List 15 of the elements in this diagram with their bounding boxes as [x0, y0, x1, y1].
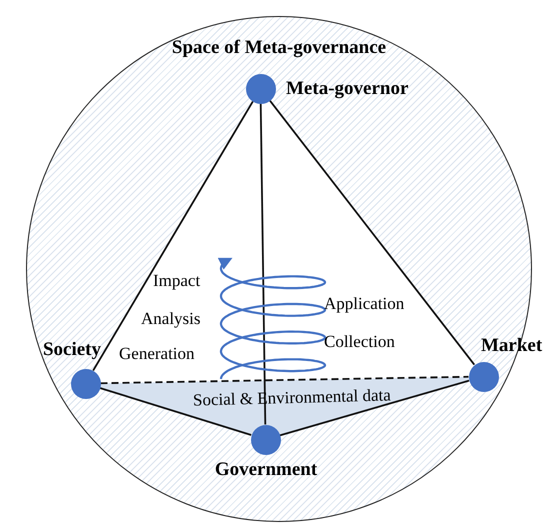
connector-line: [260, 103, 266, 425]
node-label: Government: [214, 459, 318, 481]
connector-line: [92, 100, 254, 372]
stage-label: Generation: [119, 344, 195, 364]
node-label: Society: [42, 339, 101, 361]
stage-label: Application: [324, 294, 404, 314]
stage-label: Analysis: [141, 309, 200, 329]
stage-label: Impact: [153, 271, 200, 291]
stage-label: Collection: [324, 332, 395, 352]
connector-line: [268, 100, 476, 366]
actor-node: [246, 74, 408, 104]
title-text: Space of Meta-governance: [172, 37, 386, 58]
node-label: Meta-governor: [286, 78, 408, 100]
dashed-line: [100, 376, 469, 384]
connector-line: [100, 387, 252, 436]
